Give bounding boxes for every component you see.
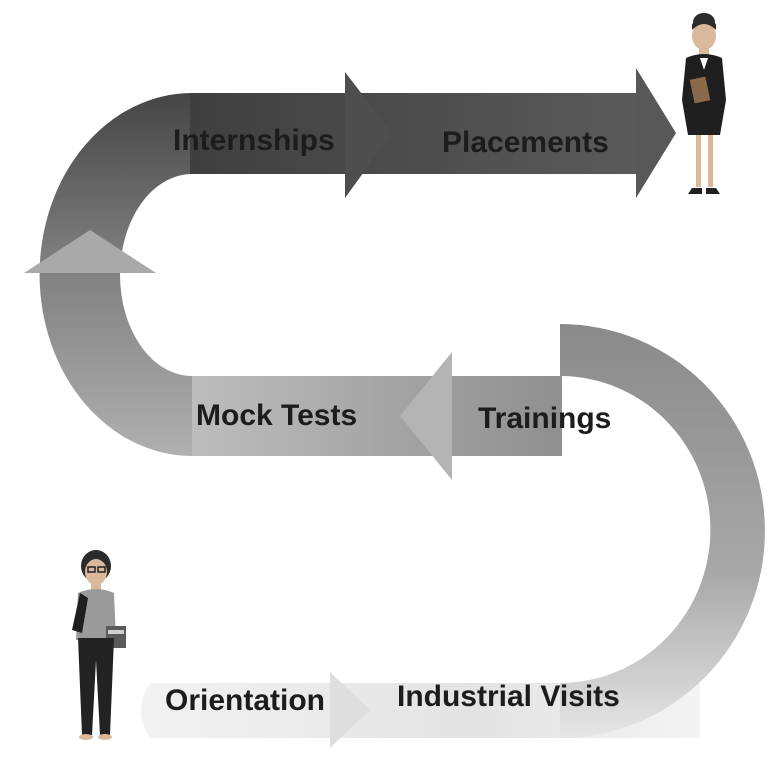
stage-label-internships: Internships [173,124,335,157]
path-segment-middle [192,352,562,480]
path-segment-right-curve [560,324,765,738]
student-figure [72,550,126,740]
stage-label-trainings: Trainings [478,402,611,435]
stage-label-orientation: Orientation [165,684,325,717]
arrow-head-bottom [330,672,370,748]
arrow-head-left [24,230,156,273]
arrow-head-middle [400,352,452,480]
professional-figure [682,13,726,194]
arrow-head-top-mid [345,72,392,198]
path-segment-left-curve [24,93,193,456]
arrow-head-top-end [636,68,676,198]
stage-label-industrial-visits: Industrial Visits [397,680,620,713]
stage-label-placements: Placements [442,126,609,159]
path-segment-top [190,68,676,198]
stage-label-mock-tests: Mock Tests [196,399,357,432]
